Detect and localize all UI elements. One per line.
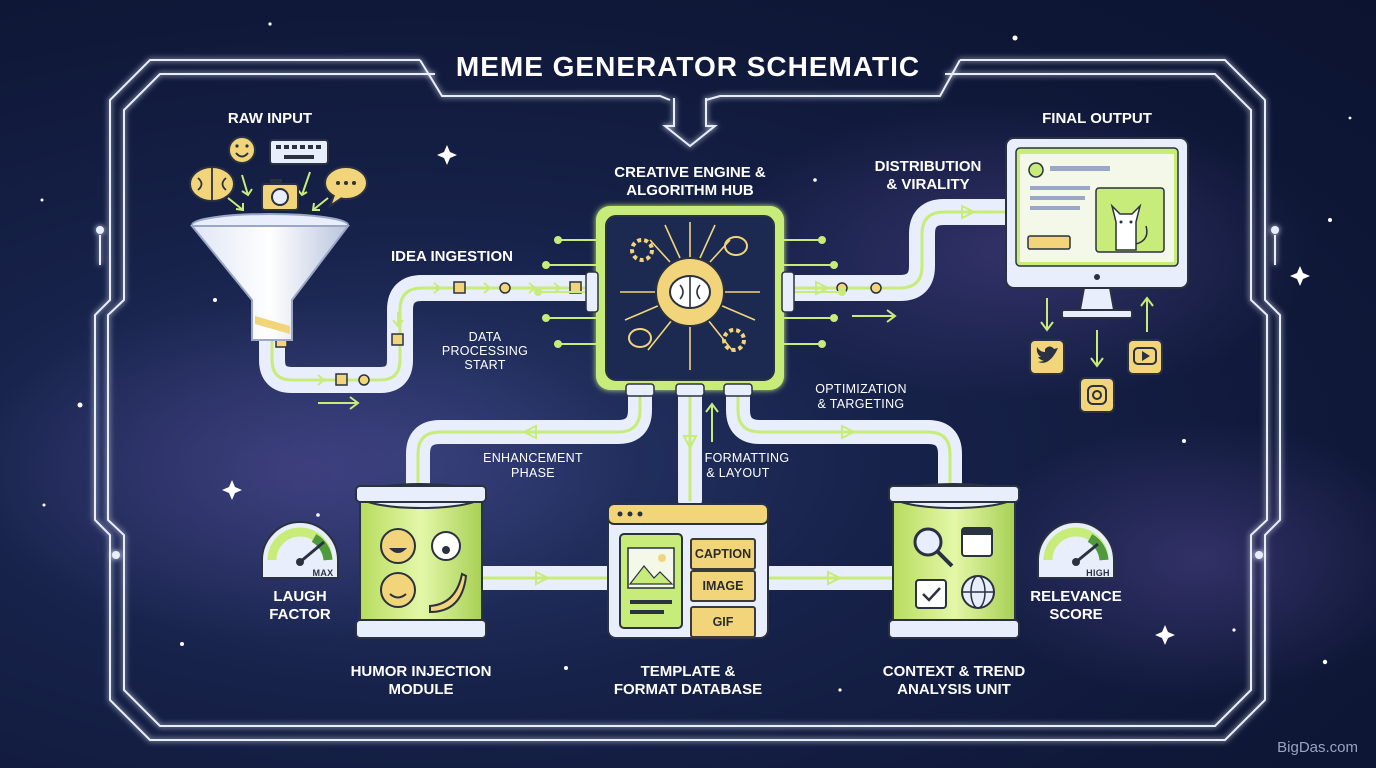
data-processing-label-1: DATA: [468, 330, 502, 344]
social-icons: [1029, 339, 1163, 413]
laugh-gauge-value: MAX: [312, 568, 334, 578]
watermark: BigDas.com: [1277, 739, 1358, 756]
gif-button[interactable]: GIF: [690, 606, 756, 638]
laughing-emoji-icon: [380, 528, 416, 564]
optimization-label-2: & TARGETING: [817, 397, 905, 411]
template-db-label-1: TEMPLATE &: [640, 663, 736, 680]
relevance-gauge-value: HIGH: [1086, 568, 1110, 578]
formatting-label-2: & LAYOUT: [706, 466, 770, 480]
data-processing-label-3: START: [464, 358, 506, 372]
enhancement-label-1: ENHANCEMENT: [483, 451, 583, 465]
engine-label-1: CREATIVE ENGINE &: [614, 164, 766, 181]
raw-input-icons: [189, 136, 368, 211]
brain-icon: [724, 236, 748, 256]
stars: [40, 22, 1352, 692]
final-output-label: FINAL OUTPUT: [1042, 110, 1152, 127]
humor-module-label-1: HUMOR INJECTION: [350, 663, 492, 680]
creative-engine-chip: [534, 206, 846, 397]
laugh-gauge-icon: [261, 521, 339, 579]
keyboard-icon: [269, 139, 329, 165]
image-button[interactable]: IMAGE: [690, 570, 756, 602]
idea-ingestion-label: IDEA INGESTION: [391, 248, 513, 265]
cat-icon: [1110, 203, 1148, 251]
engine-label-2: ALGORITHM HUB: [626, 182, 754, 199]
banana-icon: [429, 572, 468, 614]
calendar-check-icon: [915, 579, 947, 609]
gear-icon: [630, 238, 654, 262]
template-database: [607, 503, 769, 639]
relevance-gauge-icon: [1037, 521, 1115, 579]
distribution-label-2: & VIRALITY: [886, 176, 970, 193]
formatting-label-1: FORMATTING: [704, 451, 790, 465]
pipes: [259, 199, 1023, 590]
template-db-label-2: FORMAT DATABASE: [613, 681, 763, 698]
caption-button[interactable]: CAPTION: [690, 538, 756, 570]
relevance-score-label-2: SCORE: [1049, 606, 1103, 623]
humor-module-label-2: MODULE: [388, 681, 454, 698]
distribution-label-1: DISTRIBUTION: [874, 158, 982, 175]
context-unit-label-2: ANALYSIS UNIT: [897, 681, 1011, 698]
gear-icon: [722, 328, 746, 352]
funnel-icon: [189, 213, 351, 341]
data-processing-label-2: PROCESSING: [441, 344, 529, 358]
laugh-factor-label-1: LAUGH: [273, 588, 327, 605]
outer-frame: [94, 59, 1281, 741]
page-title: MEME GENERATOR SCHEMATIC: [455, 51, 921, 82]
brain-icon: [628, 328, 652, 348]
context-cylinder: [888, 483, 1020, 639]
context-unit-label-1: CONTEXT & TREND: [882, 663, 1026, 680]
laugh-factor-label-2: FACTOR: [269, 606, 331, 623]
raw-input-label: RAW INPUT: [227, 110, 313, 127]
optimization-label-1: OPTIMIZATION: [815, 382, 907, 396]
humor-cylinder: [355, 483, 487, 639]
relevance-score-label-1: RELEVANCE: [1030, 588, 1122, 605]
magnifier-icon: [913, 527, 943, 557]
smiley-icon: [380, 572, 416, 608]
smiley-icon: [228, 136, 256, 164]
nebula-cloud: [970, 420, 1376, 700]
monitor-icon: [1005, 137, 1189, 319]
instagram-icon: [1079, 377, 1115, 413]
enhancement-label-2: PHASE: [511, 466, 555, 480]
